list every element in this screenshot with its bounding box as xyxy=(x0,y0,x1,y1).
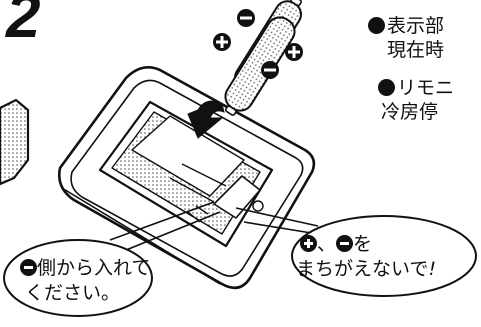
callout-right-separator: 、 xyxy=(317,233,337,255)
minus-terminal-icon xyxy=(261,61,279,79)
plus-icon xyxy=(300,235,317,252)
note-display-line1: 表示部 xyxy=(387,15,445,37)
note-remote-line2: 冷房停 xyxy=(381,101,439,123)
callout-bubble-left xyxy=(3,239,153,317)
minus-icon xyxy=(20,259,37,276)
battery-front xyxy=(224,16,296,116)
note-display-line2: 現在時 xyxy=(387,39,445,61)
minus-icon xyxy=(336,235,354,252)
insert-arrow xyxy=(187,100,225,139)
note-remote-line1: リモニ xyxy=(397,77,455,99)
bullet-icon xyxy=(368,17,385,34)
step-number: 2 xyxy=(6,0,41,51)
minus-terminal-icon xyxy=(237,9,255,27)
callout-right-text: 、を まちがえないで! xyxy=(296,232,436,282)
note-display: 表示部 現在時 xyxy=(368,14,444,62)
bullet-icon xyxy=(378,79,395,96)
callout-right-line1: を xyxy=(353,233,373,255)
callout-left-text: 側から入れて ください。 xyxy=(20,256,150,306)
callout-right-exclaim: ! xyxy=(428,258,437,280)
plus-terminal-icon xyxy=(213,33,231,51)
callout-left-line2: ください。 xyxy=(25,282,121,304)
remote-control xyxy=(58,66,316,290)
callout-left-line1: 側から入れて xyxy=(37,257,151,279)
plus-terminal-icon xyxy=(285,43,303,61)
callout-right-line2: まちがえないで xyxy=(296,258,429,280)
note-remote: リモニ 冷房停 xyxy=(378,76,454,124)
side-panel xyxy=(0,98,30,186)
callout-bubble-right xyxy=(291,215,477,297)
